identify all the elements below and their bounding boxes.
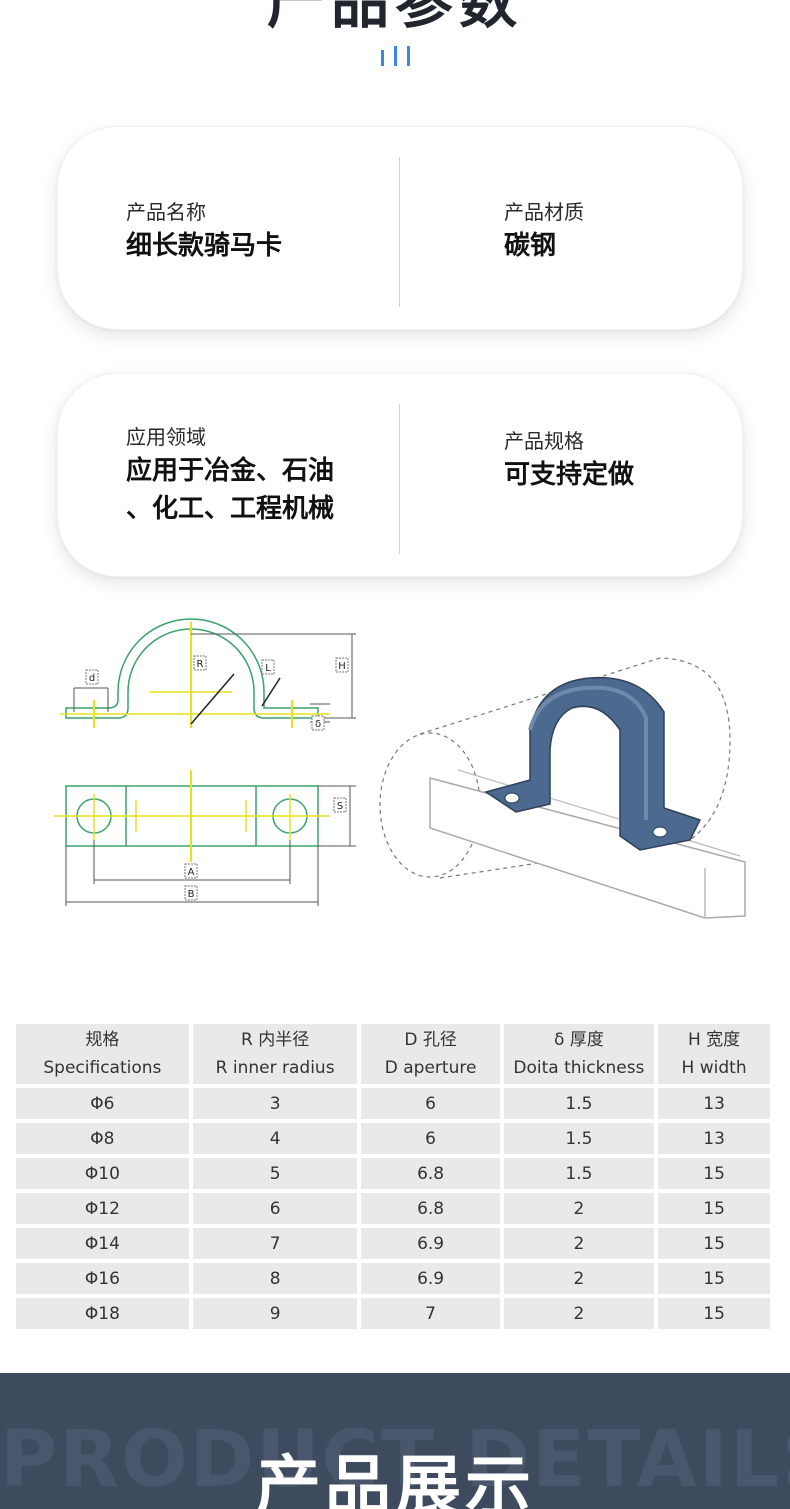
cell-thickness: 1.5 bbox=[503, 1123, 655, 1154]
cell-radius: 5 bbox=[192, 1158, 358, 1189]
cell-width: 15 bbox=[658, 1193, 770, 1224]
diagram-svg: d R L H δ bbox=[54, 618, 746, 919]
table-row: Φ12 6 6.8 2 15 bbox=[16, 1193, 770, 1224]
cell-radius: 6 bbox=[192, 1193, 358, 1224]
cell-spec: Φ14 bbox=[16, 1228, 189, 1259]
cell-spec: Φ12 bbox=[16, 1193, 189, 1224]
card-divider bbox=[399, 157, 400, 307]
cell-spec: Φ8 bbox=[16, 1123, 189, 1154]
material-value: 碳钢 bbox=[504, 231, 557, 261]
label-L: L bbox=[265, 663, 271, 674]
cell-aperture: 6.8 bbox=[361, 1193, 500, 1224]
label-B: B bbox=[188, 889, 195, 900]
cell-spec: Φ18 bbox=[16, 1298, 189, 1329]
table-row: Φ10 5 6.8 1.5 15 bbox=[16, 1158, 770, 1189]
cell-thickness: 2 bbox=[503, 1228, 655, 1259]
cell-radius: 9 bbox=[192, 1298, 358, 1329]
cell-width: 15 bbox=[658, 1263, 770, 1294]
cell-width: 15 bbox=[658, 1158, 770, 1189]
application-value-line2: 、化工、工程机械 bbox=[126, 494, 335, 524]
technical-diagram: d R L H δ bbox=[0, 600, 790, 940]
cell-spec: Φ10 bbox=[16, 1158, 189, 1189]
cell-aperture: 6.9 bbox=[361, 1228, 500, 1259]
page-title: 产品参数 bbox=[266, 0, 523, 36]
table-row: Φ16 8 6.9 2 15 bbox=[16, 1263, 770, 1294]
cell-thickness: 2 bbox=[503, 1263, 655, 1294]
cell-thickness: 1.5 bbox=[503, 1158, 655, 1189]
label-S: S bbox=[337, 801, 343, 812]
label-R: R bbox=[197, 659, 204, 670]
product-showcase-banner: PRODUCT DETAILS 产品展示 bbox=[0, 1373, 790, 1509]
spec-value: 可支持定做 bbox=[504, 460, 635, 490]
label-H: H bbox=[338, 661, 346, 672]
cell-width: 13 bbox=[658, 1088, 770, 1119]
banner-title: 产品展示 bbox=[255, 1448, 535, 1509]
material-cell: 产品材质 碳钢 bbox=[504, 199, 584, 265]
product-name-cell: 产品名称 细长款骑马卡 bbox=[126, 199, 282, 265]
table-row: Φ8 4 6 1.5 13 bbox=[16, 1123, 770, 1154]
cell-thickness: 2 bbox=[503, 1193, 655, 1224]
clamp-3d-illustration bbox=[379, 657, 746, 919]
spec-label: 产品规格 bbox=[504, 429, 584, 453]
product-name-label: 产品名称 bbox=[126, 200, 206, 224]
cell-radius: 7 bbox=[192, 1228, 358, 1259]
title-accent-icon bbox=[381, 46, 411, 66]
application-label: 应用领域 bbox=[126, 425, 206, 449]
cell-aperture: 6.9 bbox=[361, 1263, 500, 1294]
label-A: A bbox=[188, 867, 195, 878]
cell-width: 15 bbox=[658, 1228, 770, 1259]
table-row: Φ18 9 7 2 15 bbox=[16, 1298, 770, 1329]
cell-width: 15 bbox=[658, 1298, 770, 1329]
application-value-line1: 应用于冶金、石油 bbox=[126, 456, 335, 486]
cell-thickness: 1.5 bbox=[503, 1088, 655, 1119]
card-divider bbox=[399, 404, 400, 554]
cell-spec: Φ6 bbox=[16, 1088, 189, 1119]
material-label: 产品材质 bbox=[504, 200, 584, 224]
cell-radius: 3 bbox=[192, 1088, 358, 1119]
cell-radius: 4 bbox=[192, 1123, 358, 1154]
table-row: Φ14 7 6.9 2 15 bbox=[16, 1228, 770, 1259]
cell-aperture: 7 bbox=[361, 1298, 500, 1329]
application-cell: 应用领域 应用于冶金、石油 、化工、工程机械 bbox=[126, 424, 334, 528]
cell-aperture: 6 bbox=[361, 1123, 500, 1154]
spec-cell: 产品规格 可支持定做 bbox=[504, 428, 634, 494]
cell-aperture: 6.8 bbox=[361, 1158, 500, 1189]
cell-aperture: 6 bbox=[361, 1088, 500, 1119]
label-delta: δ bbox=[315, 719, 321, 730]
info-card-usage: 应用领域 应用于冶金、石油 、化工、工程机械 产品规格 可支持定做 bbox=[57, 373, 743, 577]
cell-width: 13 bbox=[658, 1123, 770, 1154]
cell-radius: 8 bbox=[192, 1263, 358, 1294]
cell-spec: Φ16 bbox=[16, 1263, 189, 1294]
table-row: Φ6 3 6 1.5 13 bbox=[16, 1088, 770, 1119]
side-view-drawing bbox=[60, 618, 356, 728]
product-name-value: 细长款骑马卡 bbox=[126, 231, 283, 261]
cell-thickness: 2 bbox=[503, 1298, 655, 1329]
banner-background-text: PRODUCT DETAILS bbox=[0, 1415, 790, 1505]
top-view-drawing bbox=[54, 770, 356, 906]
info-card-basic: 产品名称 细长款骑马卡 产品材质 碳钢 bbox=[57, 126, 743, 330]
label-d: d bbox=[89, 673, 95, 684]
